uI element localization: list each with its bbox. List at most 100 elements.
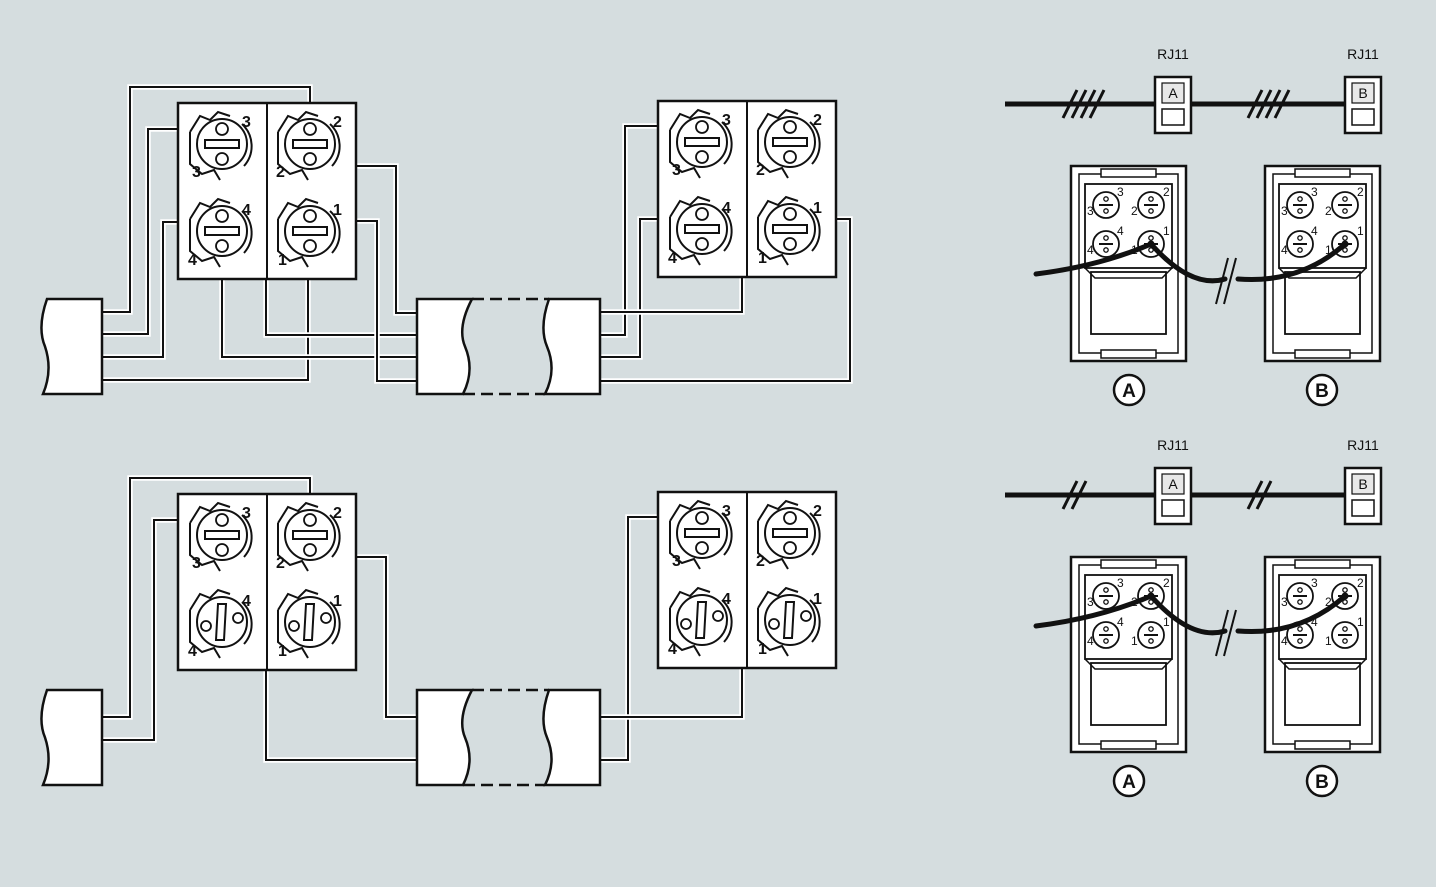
socket-flange xyxy=(189,219,221,268)
socket-number-label: 2 xyxy=(813,503,822,520)
socket-3 xyxy=(669,108,733,179)
socket-number-label: 3 xyxy=(722,112,731,129)
rj11-port xyxy=(1284,271,1361,335)
socket-flange xyxy=(669,217,701,266)
socket-slot xyxy=(772,528,808,538)
socket-slot xyxy=(292,226,328,236)
socket-flange xyxy=(809,599,821,643)
incoming-cable xyxy=(40,297,104,396)
socket-flange xyxy=(277,132,309,181)
socket-slot xyxy=(782,601,796,639)
socket-pin xyxy=(215,209,229,223)
socket-number-label: 1 xyxy=(278,252,287,269)
terminal-4 xyxy=(1286,230,1314,258)
socket-pin xyxy=(695,150,709,164)
cable-break xyxy=(1223,609,1237,657)
socket-pin xyxy=(200,620,212,632)
socket-number-label: 3 xyxy=(242,114,251,131)
terminal-3 xyxy=(1092,191,1120,219)
socket-flange xyxy=(329,514,341,558)
socket-4 xyxy=(189,588,253,659)
socket-number-label: 4 xyxy=(722,200,731,217)
terminal-number-label: 2 xyxy=(1325,595,1332,609)
socket-slot xyxy=(684,137,720,147)
cable-splice xyxy=(415,297,602,396)
terminal-number-label: 1 xyxy=(1357,615,1364,629)
terminal-4 xyxy=(1092,621,1120,649)
cable-run xyxy=(1033,592,1349,657)
socket-number-label: 1 xyxy=(758,641,767,658)
splice-right xyxy=(542,297,602,396)
splice-right xyxy=(542,688,602,787)
terminal-number-label: 4 xyxy=(1087,634,1094,648)
socket-3 xyxy=(189,110,253,181)
box-clip xyxy=(1294,740,1351,750)
terminal-number-label: 3 xyxy=(1281,204,1288,218)
socket-number-label: 4 xyxy=(668,250,677,267)
socket-slot xyxy=(302,603,316,641)
cable-run xyxy=(1033,240,1349,305)
socket-2 xyxy=(277,110,341,181)
socket-pin xyxy=(303,209,317,223)
socket-flange xyxy=(241,514,253,558)
wire-count-hatch xyxy=(1246,480,1273,510)
box-clip xyxy=(1100,559,1157,569)
socket-flange xyxy=(189,110,231,133)
socket-flange xyxy=(757,521,789,570)
socket-pin xyxy=(800,610,812,622)
rj11-jack-letter: B xyxy=(1358,85,1367,101)
socket-flange xyxy=(757,195,799,218)
terminal-3 xyxy=(1286,582,1314,610)
box-clip xyxy=(1100,168,1157,178)
socket-pin xyxy=(712,610,724,622)
terminal-number-label: 3 xyxy=(1117,185,1124,199)
terminal-number-label: 2 xyxy=(1163,185,1170,199)
socket-flange xyxy=(277,588,319,611)
terminal-number-label: 3 xyxy=(1087,595,1094,609)
wire-count-hatch xyxy=(1061,480,1088,510)
socket-flange xyxy=(757,108,799,131)
terminal-number-label: 4 xyxy=(1281,634,1288,648)
socket-pin xyxy=(303,513,317,527)
socket-number-label: 1 xyxy=(813,591,822,608)
socket-number-label: 2 xyxy=(756,162,765,179)
terminal-number-label: 1 xyxy=(1163,615,1170,629)
socket-slot xyxy=(214,603,228,641)
terminal-number-label: 4 xyxy=(1311,224,1318,238)
socket-1 xyxy=(277,588,341,659)
rj11-port xyxy=(1284,662,1361,726)
socket-number-label: 4 xyxy=(722,591,731,608)
socket-slot xyxy=(694,601,708,639)
socket-slot xyxy=(204,139,240,149)
splice-left xyxy=(415,297,475,396)
socket-flange xyxy=(669,108,711,131)
socket-flange xyxy=(757,586,799,609)
socket-4 xyxy=(669,195,733,266)
terminal-number-label: 1 xyxy=(1325,243,1332,257)
box-clip xyxy=(1294,168,1351,178)
terminal-number-label: 3 xyxy=(1311,576,1318,590)
socket-flange xyxy=(669,195,711,218)
socket-pin xyxy=(303,152,317,166)
wire xyxy=(103,475,313,720)
socket-flange xyxy=(757,608,789,657)
cable-break xyxy=(1215,609,1229,657)
socket-number-label: 3 xyxy=(672,553,681,570)
socket-slot xyxy=(204,530,240,540)
socket-pin xyxy=(695,541,709,555)
socket-pin xyxy=(215,239,229,253)
plug-label-B: B xyxy=(1305,764,1339,798)
cable-end xyxy=(40,688,104,787)
socket-flange xyxy=(241,210,253,254)
socket-flange xyxy=(757,217,789,266)
rj11-port xyxy=(1090,271,1167,335)
